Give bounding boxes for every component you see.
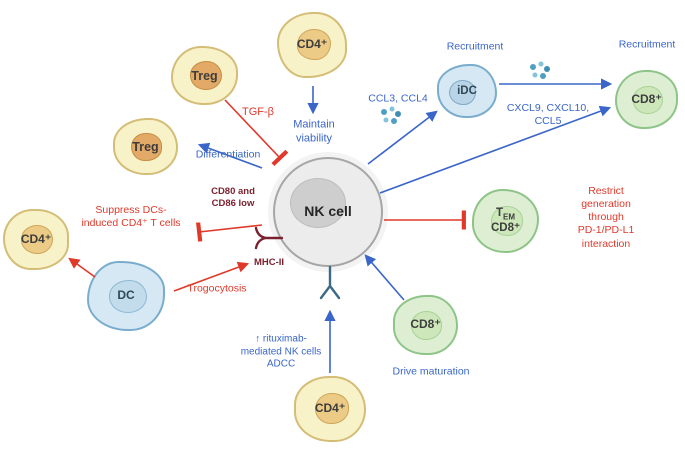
cd8-top-right-nucleus <box>633 86 663 114</box>
cytokine-dots-ccl3-ccl4 <box>381 106 401 124</box>
tem-prefix: T <box>495 206 503 219</box>
label-cxcl9-cxcl10-ccl5: CXCL9, CXCL10, CCL5 <box>506 101 590 127</box>
label-differentiation: Differentiation <box>195 148 261 161</box>
label-cd80-cd86-low: CD80 and CD86 low <box>211 186 255 209</box>
cell-cd8-bottom-right: CD8⁺ <box>393 295 458 355</box>
label-trogocytosis: Trogocytosis <box>187 282 247 295</box>
label-suppress-cd4: Suppress DCs- induced CD4⁺ T cells <box>81 203 181 229</box>
cd4-left-nucleus <box>21 225 53 254</box>
cd8-bottom-right-nucleus <box>411 311 442 340</box>
label-mhc-ii: MHC-II <box>253 257 285 269</box>
arrow-dc-to-cd4 <box>68 257 96 278</box>
tem-subscript: EM <box>503 212 515 222</box>
antibody-icon <box>319 265 341 300</box>
tem-line2: CD8⁺ <box>490 222 521 235</box>
cell-tem-cd8: TEM CD8⁺ <box>472 189 539 253</box>
cell-dc: DC <box>87 261 165 331</box>
cell-idc: iDC <box>437 64 497 118</box>
tem-cd8-nucleus <box>491 206 523 236</box>
cell-treg-lower: Treg <box>113 118 178 175</box>
cell-cd4-bottom: CD4⁺ <box>294 376 366 442</box>
label-restrict-pd1-pdl1: Restrict generation through PD-1/PD-L1 i… <box>577 185 635 250</box>
cell-treg-upper: Treg <box>171 46 238 105</box>
cd4-top-label: CD4⁺ <box>296 37 328 52</box>
treg-upper-label: Treg <box>191 68 218 83</box>
cell-nk: NK cell <box>273 157 383 267</box>
inhibition-suppress-cd4 <box>196 222 263 242</box>
treg-lower-nucleus <box>131 133 162 161</box>
treg-upper-nucleus <box>190 61 222 90</box>
cell-cd4-left: CD4⁺ <box>3 209 69 270</box>
label-recruitment-cd8: Recruitment <box>618 38 676 51</box>
cd4-left-label: CD4⁺ <box>20 231 52 246</box>
label-rituximab-adcc: ↑ rituximab- mediated NK cells ADCC <box>240 333 322 370</box>
cytokine-dots-cxcl <box>530 61 550 79</box>
treg-lower-label: Treg <box>132 139 159 154</box>
cd8-top-right-label: CD8⁺ <box>631 91 662 106</box>
label-drive-maturation: Drive maturation <box>392 365 470 378</box>
label-recruitment-idc: Recruitment <box>446 40 504 53</box>
cd8-bottom-right-label: CD8⁺ <box>410 317 441 332</box>
nk-nucleus <box>290 178 346 228</box>
cell-cd4-top: CD4⁺ <box>277 12 347 78</box>
cd4-top-nucleus <box>297 29 331 60</box>
dc-nucleus <box>109 280 147 313</box>
tem-cd8-label: TEM CD8⁺ <box>491 207 520 235</box>
cd4-bottom-label: CD4⁺ <box>314 401 346 416</box>
label-ccl3-ccl4: CCL3, CCL4 <box>368 92 428 105</box>
cell-cd8-top-right: CD8⁺ <box>615 70 678 129</box>
arrow-drive-maturation <box>364 254 405 301</box>
dc-label: DC <box>117 288 135 303</box>
cd4-bottom-nucleus <box>315 393 349 424</box>
label-maintain-viability: Maintain viability <box>293 118 335 144</box>
arrow-nk-to-idc <box>367 110 438 165</box>
idc-nucleus <box>449 80 476 105</box>
idc-label: iDC <box>457 84 477 97</box>
label-tgf-beta: TGF-β <box>242 106 274 119</box>
nk-label: NK cell <box>304 203 352 220</box>
